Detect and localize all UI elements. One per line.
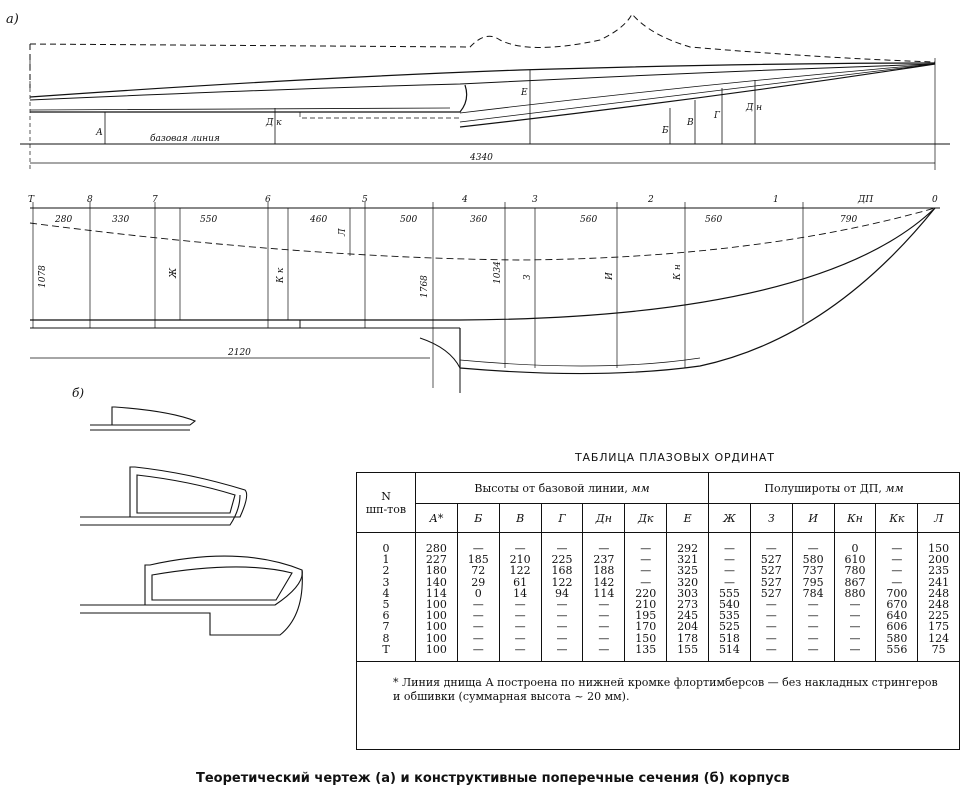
spacing-7: 560 xyxy=(580,215,597,225)
figure-caption: Теоретический чертеж (а) и конструктивны… xyxy=(196,771,790,786)
col-header: И xyxy=(791,503,835,533)
col-header: Е xyxy=(666,503,709,533)
col-values-Z: — 527 527 527 527 — — — — — xyxy=(749,532,793,662)
letter-A: А xyxy=(95,128,103,138)
dim-2120: 2120 xyxy=(227,348,251,358)
figure-label-b: б) xyxy=(72,386,85,400)
overall-length: 4340 xyxy=(469,153,493,163)
group-halfwidths: Полуширoты от ДП, мм xyxy=(708,473,959,504)
letter-Z: З xyxy=(523,274,533,280)
col-header: Ж xyxy=(708,503,751,533)
col-header: Б xyxy=(456,503,500,533)
table-title: ТАБЛИЦА ПЛАЗОВЫХ ОРДИНАТ xyxy=(575,451,775,464)
station-T: Т xyxy=(28,195,35,205)
col-header: Кк xyxy=(875,503,918,533)
col-values-I: — 580 737 795 784 — — — — — xyxy=(791,532,835,662)
col-values-Zh: — — — — 555 540 535 525 518 514 xyxy=(708,532,751,662)
station-3: 3 xyxy=(532,195,538,205)
col-header: В xyxy=(498,503,542,533)
col-values-Dk: — — — — 220 210 195 170 150 135 xyxy=(624,532,667,662)
col-values-B: — 185 72 29 0 — — — — — xyxy=(456,532,500,662)
col-values-Kn: 0 610 780 867 880 — — — — — xyxy=(833,532,876,662)
dp-label: ДП xyxy=(857,195,873,205)
col-header: Л xyxy=(917,503,959,533)
col-header: Дн xyxy=(582,503,625,533)
table-footnote: * Линия днища А построена по нижней кром… xyxy=(357,661,959,715)
letter-Dk: Д к xyxy=(265,118,282,128)
baseline-label: базовая линия xyxy=(150,133,220,144)
group-heights: Высоты от базовой линии, мм xyxy=(414,473,709,504)
col-values-Kk: — — — — 700 670 640 606 580 556 xyxy=(875,532,918,662)
spacing-3: 550 xyxy=(200,215,217,225)
plan-view-drawing: Т 8 7 6 5 4 3 2 1 0 ДП 280 330 550 460 5… xyxy=(28,195,940,393)
station-2: 2 xyxy=(647,195,654,205)
letter-I: И xyxy=(605,272,615,281)
station-1: 1 xyxy=(773,195,779,205)
letter-Kk: К к xyxy=(276,267,286,284)
col-header: З xyxy=(749,503,793,533)
figure-label-a: а) xyxy=(6,12,19,27)
spacing-8: 560 xyxy=(705,215,722,225)
spacing-4: 460 xyxy=(309,215,327,225)
spacing-2: 330 xyxy=(112,215,129,225)
ordinates-table: N шп-тов Высоты от базовой линии, мм Пол… xyxy=(356,472,960,750)
station-7: 7 xyxy=(152,195,158,205)
dim-1078: 1078 xyxy=(38,265,48,288)
station-0: 0 xyxy=(932,195,938,205)
deck-outline-dashed xyxy=(29,13,936,88)
cross-sections-drawing xyxy=(80,406,303,636)
letter-L: Л xyxy=(338,228,348,237)
side-view-drawing: 4340 базовая линия А Д к Е Б В Г Д н xyxy=(20,13,950,170)
col-stations: 0 1 2 3 4 5 6 7 8 Т xyxy=(382,542,390,656)
col-values-L: 150 200 235 241 248 248 225 175 124 75 xyxy=(917,532,959,662)
col-values-G: — 225 168 122 94 — — — — — xyxy=(540,532,583,662)
col-values-E: 292 321 325 320 303 273 245 204 178 155 xyxy=(666,532,709,662)
col-values-Dn: — 237 188 142 114 — — — — — xyxy=(582,532,625,662)
spacing-9: 790 xyxy=(840,215,857,225)
col-values-A: 280 227 180 140 114 100 100 100 100 100 xyxy=(415,532,458,662)
col-header: Дк xyxy=(624,503,667,533)
dim-1034: 1034 xyxy=(493,261,503,284)
spacing-5: 500 xyxy=(400,215,417,225)
letter-B: Б xyxy=(661,126,669,136)
letter-E: Е xyxy=(520,88,528,98)
station-4: 4 xyxy=(461,195,468,205)
col-header: Г xyxy=(540,503,583,533)
station-5: 5 xyxy=(362,195,368,205)
letter-V: В xyxy=(686,118,694,128)
station-8: 8 xyxy=(87,195,93,205)
spacing-1: 280 xyxy=(54,215,72,225)
col-header: А* xyxy=(415,503,458,533)
dim-1768: 1768 xyxy=(420,275,430,298)
col-values-V: — 210 122 61 14 — — — — — xyxy=(498,532,542,662)
station-6: 6 xyxy=(265,195,271,205)
col-header: Кн xyxy=(833,503,876,533)
spacing-6: 360 xyxy=(470,215,487,225)
letter-G: Г xyxy=(713,111,721,121)
letter-Dn: Д н xyxy=(745,103,762,113)
letter-Kn: К н xyxy=(673,264,683,281)
row-header: N шп-тов xyxy=(357,473,416,533)
letter-Zh: Ж xyxy=(169,267,179,279)
